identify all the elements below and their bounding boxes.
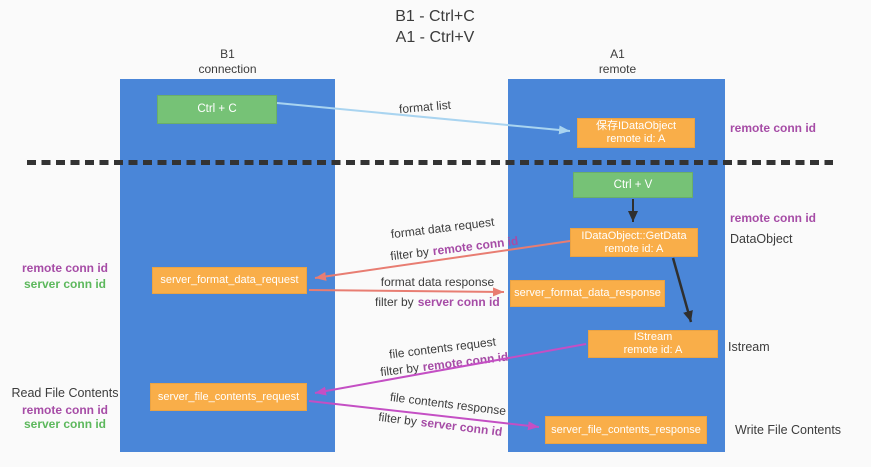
flow-label-format-data-response: format data response bbox=[380, 275, 495, 289]
istream-line1: IStream bbox=[633, 331, 673, 343]
remote-conn-id-text: remote conn id bbox=[431, 233, 520, 259]
filter-by-text: filter by bbox=[379, 360, 420, 380]
save-dataobject-node: 保存IDataObject remote id: A bbox=[577, 118, 695, 148]
idataobject-getdata-node: IDataObject::GetData remote id: A bbox=[570, 228, 698, 257]
lane-header-a1: A1 remote bbox=[560, 47, 675, 77]
left-label-server-conn-id-2: server conn id bbox=[23, 417, 107, 431]
ctrl-c-label: Ctrl + C bbox=[197, 103, 237, 115]
server-format-data-response-node: server_format_data_response bbox=[510, 280, 665, 307]
left-label-server-conn-id-1: server conn id bbox=[23, 277, 107, 291]
left-label-remote-conn-id-2: remote conn id bbox=[21, 403, 108, 417]
istream-line2: remote id: A bbox=[623, 344, 683, 356]
server-format-data-request-node: server_format_data_request bbox=[152, 267, 307, 294]
server-file-contents-response-node: server_file_contents_response bbox=[545, 416, 707, 444]
right-label-remote-conn-id-1: remote conn id bbox=[730, 121, 817, 135]
filter-by-text: filter by bbox=[377, 409, 418, 429]
right-label-dataobject: DataObject bbox=[730, 232, 793, 246]
server-conn-id-text: server conn id bbox=[419, 415, 504, 439]
istream-node: IStream remote id: A bbox=[588, 330, 718, 358]
lane-b1-name: B1 bbox=[220, 47, 235, 61]
lane-b1-subtitle: connection bbox=[198, 62, 257, 76]
ctrl-c-node: Ctrl + C bbox=[157, 95, 277, 124]
left-label-read-file-contents: Read File Contents bbox=[11, 386, 119, 400]
format-data-response-arrow bbox=[308, 287, 505, 297]
title-line-2: A1 - Ctrl+V bbox=[395, 29, 475, 46]
file-request-label: server_file_contents_request bbox=[157, 390, 300, 403]
right-label-istream: Istream bbox=[728, 340, 770, 354]
format-response-label: server_format_data_response bbox=[514, 287, 661, 299]
lane-a1-name: A1 bbox=[610, 47, 625, 61]
save-dataobject-line1: 保存IDataObject bbox=[595, 120, 677, 132]
filter-by-text: filter by bbox=[389, 244, 430, 264]
save-dataobject-line2: remote id: A bbox=[606, 133, 666, 145]
filter-by-text: filter by bbox=[375, 295, 414, 309]
lane-a1-subtitle: remote bbox=[598, 62, 637, 76]
server-conn-id-text: server conn id bbox=[417, 295, 500, 309]
ctrl-v-node: Ctrl + V bbox=[573, 172, 693, 198]
file-response-label: server_file_contents_response bbox=[551, 423, 701, 436]
server-file-contents-request-node: server_file_contents_request bbox=[150, 383, 307, 411]
diagram-title: B1 - Ctrl+C A1 - Ctrl+V bbox=[340, 6, 530, 48]
lane-header-b1: B1 connection bbox=[170, 47, 285, 77]
title-line-1: B1 - Ctrl+C bbox=[395, 8, 475, 25]
right-label-remote-conn-id-2: remote conn id bbox=[730, 211, 817, 225]
getdata-line2: remote id: A bbox=[604, 242, 664, 255]
phase-separator-dashed-line bbox=[27, 160, 833, 165]
ctrl-v-label: Ctrl + V bbox=[613, 178, 653, 191]
getdata-line1: IDataObject::GetData bbox=[581, 229, 687, 242]
format-request-label: server_format_data_request bbox=[160, 274, 299, 286]
flow-label-format-list: format list bbox=[398, 97, 452, 117]
right-label-write-file-contents: Write File Contents bbox=[735, 423, 842, 437]
left-label-remote-conn-id-1: remote conn id bbox=[21, 261, 108, 275]
